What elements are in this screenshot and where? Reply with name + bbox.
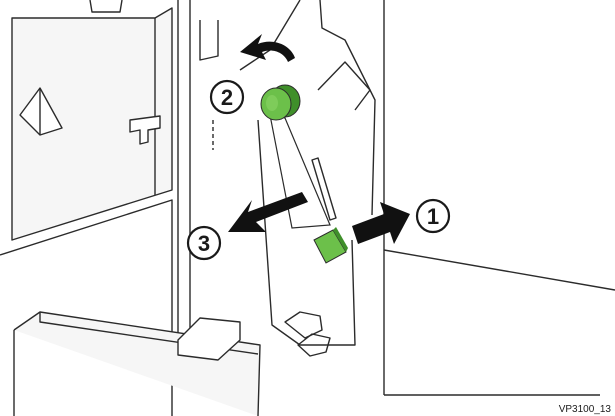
figure-id: VP3100_13 — [559, 404, 612, 415]
step-2-label: 2 — [221, 85, 233, 110]
rotate-arrow-icon — [240, 34, 295, 62]
green-lever — [314, 227, 348, 263]
step-1-callout: 1 — [417, 200, 449, 232]
open-right-arrow-icon — [352, 202, 410, 244]
step-3-callout: 3 — [188, 227, 220, 259]
step-2-callout: 2 — [211, 81, 243, 113]
green-knob — [261, 85, 300, 120]
step-3-label: 3 — [198, 231, 210, 256]
step-1-label: 1 — [427, 204, 439, 229]
